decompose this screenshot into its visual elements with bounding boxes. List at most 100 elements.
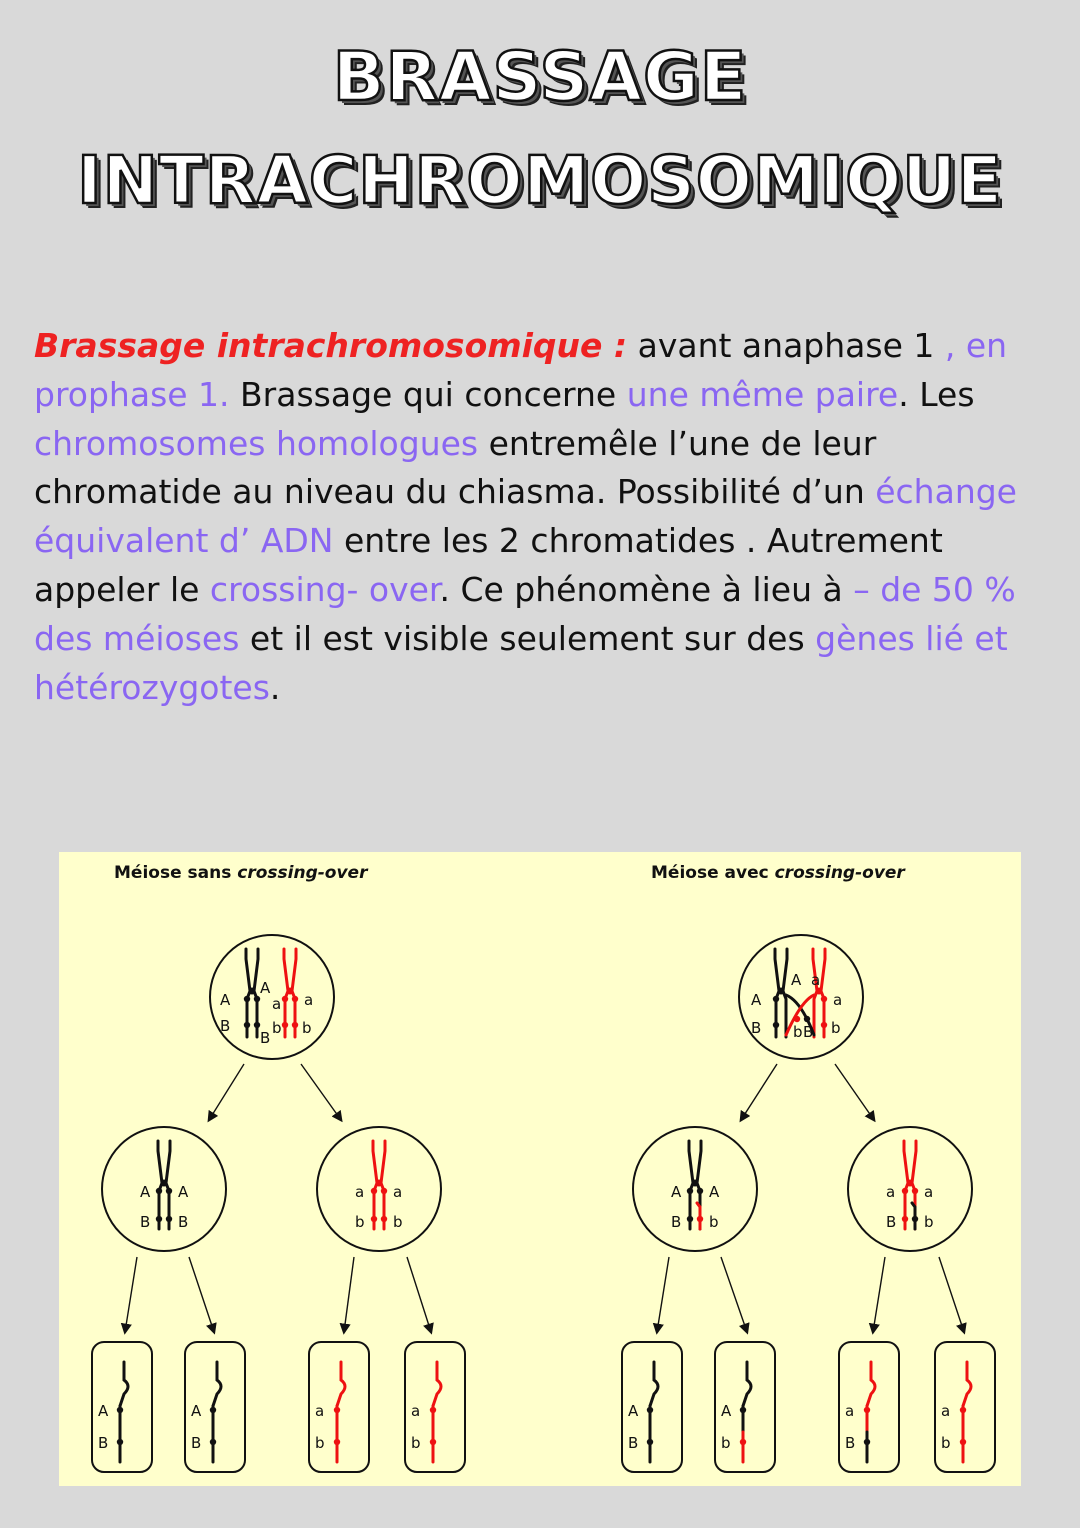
gene-locus (281, 995, 289, 1003)
caption-right: Méiose avec crossing-over (651, 863, 906, 883)
gene-locus (739, 1438, 747, 1446)
arrow (406, 1256, 434, 1335)
allele-label: A (260, 979, 271, 997)
highlight-span: gènes lié et hétérozygotes (34, 618, 1008, 707)
centromere (160, 1179, 168, 1187)
text-span: . (269, 667, 281, 707)
chromatid (811, 947, 819, 993)
gene-locus (429, 1406, 437, 1414)
allele-label: a (924, 1183, 933, 1201)
chromatid (118, 1360, 130, 1408)
text-span: . Ce phénomène à lieu à (439, 569, 854, 609)
arrow (834, 1063, 876, 1123)
allele-label: B (260, 1029, 270, 1047)
allele-label: a (355, 1183, 364, 1201)
gene-locus (253, 995, 261, 1003)
page-title-line-2: INTRACHROMOSOMIQUE (76, 141, 1003, 221)
allele-label: A (751, 991, 762, 1009)
text-span: . Les (898, 374, 975, 414)
gene-locus (901, 1215, 909, 1223)
chromatid (371, 1139, 379, 1185)
caption-left: Méiose sans crossing-over (114, 863, 369, 883)
allele-label: b (393, 1213, 403, 1231)
gene-locus (370, 1187, 378, 1195)
gene-locus (911, 1215, 919, 1223)
gene-locus (696, 1187, 704, 1195)
allele-label: A (178, 1183, 189, 1201)
allele-label: A (671, 1183, 682, 1201)
chromatid (687, 1139, 695, 1185)
allele-label: A (220, 991, 231, 1009)
centromere (375, 1179, 383, 1187)
centromere (906, 1179, 914, 1187)
chromatid (902, 1139, 910, 1185)
allele-label: a (941, 1402, 950, 1420)
allele-label: B (191, 1434, 201, 1452)
chromatid (252, 947, 260, 993)
arrow (188, 1256, 217, 1335)
gene-locus (863, 1406, 871, 1414)
allele-label: a (315, 1402, 324, 1420)
gene-locus (155, 1187, 163, 1195)
chromatid (211, 1360, 223, 1408)
gene-locus (165, 1187, 173, 1195)
arrow (720, 1256, 750, 1335)
gene-locus (772, 1021, 780, 1029)
allele-label: B (628, 1434, 638, 1452)
gene-locus (116, 1406, 124, 1414)
chromatid (865, 1360, 877, 1408)
chromatid (741, 1360, 753, 1408)
allele-label: a (845, 1402, 854, 1420)
cell-membrane (738, 934, 864, 1060)
gene-locus (820, 1021, 828, 1029)
allele-label: A (98, 1402, 109, 1420)
centromere (691, 1179, 699, 1187)
allele-label: b (302, 1019, 312, 1037)
gamete-cell (184, 1341, 246, 1473)
allele-label: B (803, 1023, 813, 1041)
allele-label: B (178, 1213, 188, 1231)
allele-label: b (355, 1213, 365, 1231)
gene-locus (696, 1215, 704, 1223)
gene-locus (253, 1021, 261, 1029)
arrow (207, 1063, 245, 1123)
text-span: avant anaphase 1 (627, 326, 945, 365)
gene-locus (646, 1438, 654, 1446)
chromatid (431, 1360, 443, 1408)
chromatid (961, 1360, 973, 1408)
allele-label: A (709, 1183, 720, 1201)
allele-label: b (315, 1434, 325, 1452)
chromatid (819, 947, 827, 993)
gene-locus (281, 1021, 289, 1029)
chromatid (812, 989, 819, 1039)
gene-locus (380, 1187, 388, 1195)
allele-label: A (721, 1402, 732, 1420)
gamete-cell (838, 1341, 900, 1473)
arrow (339, 1256, 355, 1335)
term-label: Brassage intrachromosomique : (34, 326, 628, 365)
gamete-cell (934, 1341, 996, 1473)
cell-membrane (847, 1126, 973, 1252)
gene-locus (793, 1015, 801, 1023)
gene-locus (901, 1187, 909, 1195)
gene-locus (333, 1406, 341, 1414)
allele-label: A (191, 1402, 202, 1420)
allele-label: b (941, 1434, 951, 1452)
chromatid (282, 947, 290, 993)
allele-label: a (393, 1183, 402, 1201)
gene-locus (959, 1438, 967, 1446)
gene-locus (380, 1215, 388, 1223)
arrow (938, 1256, 967, 1335)
allele-label: b (709, 1213, 719, 1231)
gene-locus (911, 1187, 919, 1195)
gene-locus (243, 995, 251, 1003)
allele-label: a (411, 1402, 420, 1420)
gene-locus (165, 1215, 173, 1223)
gamete-cell (714, 1341, 776, 1473)
definition-paragraph: Brassage intrachromosomique : avant anap… (34, 322, 1074, 712)
highlight-span: crossing- over (209, 569, 440, 609)
allele-label: b (793, 1023, 803, 1041)
chromatid (781, 947, 789, 993)
allele-label: b (924, 1213, 934, 1231)
allele-label: B (98, 1434, 108, 1452)
